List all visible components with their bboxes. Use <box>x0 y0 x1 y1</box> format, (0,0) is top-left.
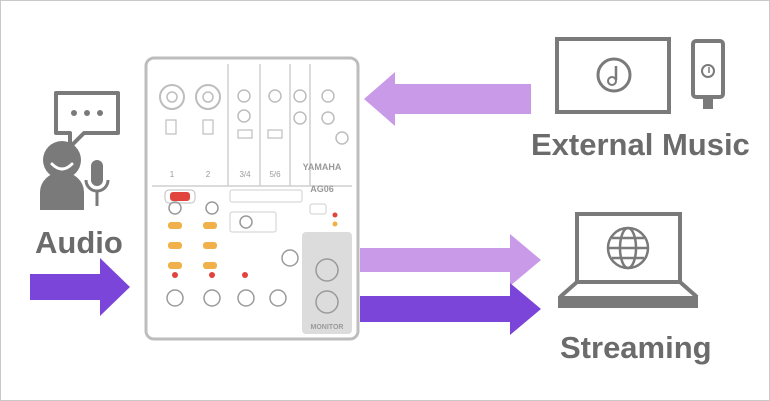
phone-icon <box>691 39 725 109</box>
music-note-icon <box>596 57 632 93</box>
channel-number-3-4: 3/4 <box>239 170 251 179</box>
mixer-device: 1 2 3/4 5/6 YAMAHA AG06 <box>144 56 360 341</box>
channel-number-2: 2 <box>206 170 211 179</box>
speech-bubble-icon <box>54 91 120 149</box>
person-icon <box>40 141 84 210</box>
streaming-arrow-light <box>360 234 541 286</box>
tablet-icon <box>555 37 671 114</box>
external-music-label: External Music <box>531 127 750 162</box>
microphone-icon <box>84 160 110 206</box>
channel-number-5-6: 5/6 <box>269 170 281 179</box>
mixer-monitor-label: MONITOR <box>311 324 344 331</box>
streaming-label: Streaming <box>560 330 712 365</box>
laptop-icon <box>558 212 699 308</box>
external-music-arrow <box>364 72 531 126</box>
streaming-arrow-dark <box>360 283 541 335</box>
channel-number-1: 1 <box>170 170 175 179</box>
mixer-model: AG06 <box>310 184 334 194</box>
audio-label: Audio <box>35 225 123 260</box>
mixer-brand: YAMAHA <box>303 162 342 172</box>
audio-input-arrow <box>30 258 130 316</box>
globe-icon <box>606 226 650 270</box>
